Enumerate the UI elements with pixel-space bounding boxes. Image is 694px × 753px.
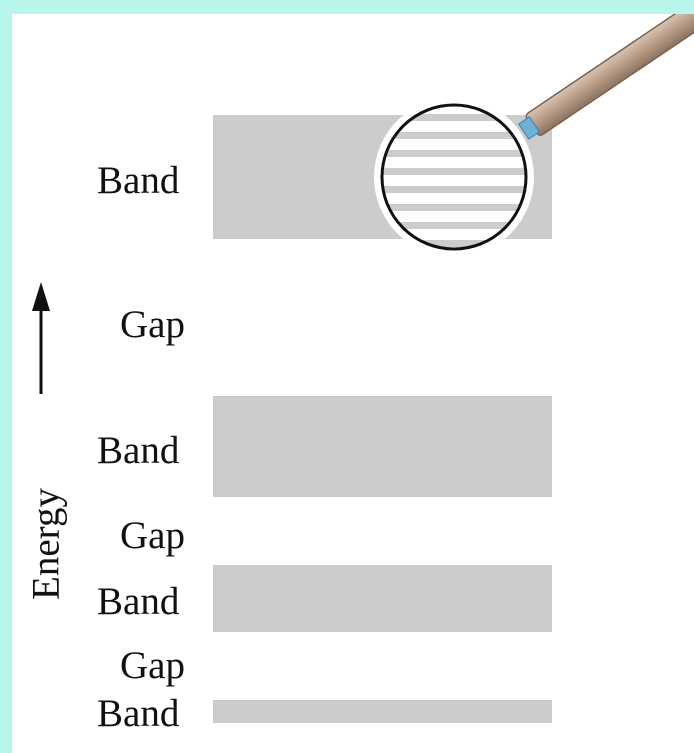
magnifier-rim (380, 103, 528, 251)
band-label-top: Band (97, 159, 180, 202)
band-label-2: Band (97, 429, 180, 472)
gap-label-top: Gap (120, 303, 185, 346)
gap-label-2: Gap (120, 514, 185, 557)
magnifier-handle (517, 14, 694, 140)
magnified-levels (382, 105, 526, 249)
band-rect-3 (213, 565, 552, 632)
arrow-up-icon (32, 282, 50, 311)
energy-band-diagram: Energy Band Gap Band Gap Band Gap Band (12, 14, 694, 753)
energy-axis (32, 282, 50, 394)
band-label-3: Band (97, 580, 180, 623)
magnifying-glass-icon (374, 14, 694, 257)
magnifier-collar (517, 116, 541, 140)
band-label-bottom: Band (97, 692, 180, 735)
band-rect-2 (213, 396, 552, 497)
band-rect-bottom (213, 700, 552, 723)
gap-label-3: Gap (120, 644, 185, 687)
